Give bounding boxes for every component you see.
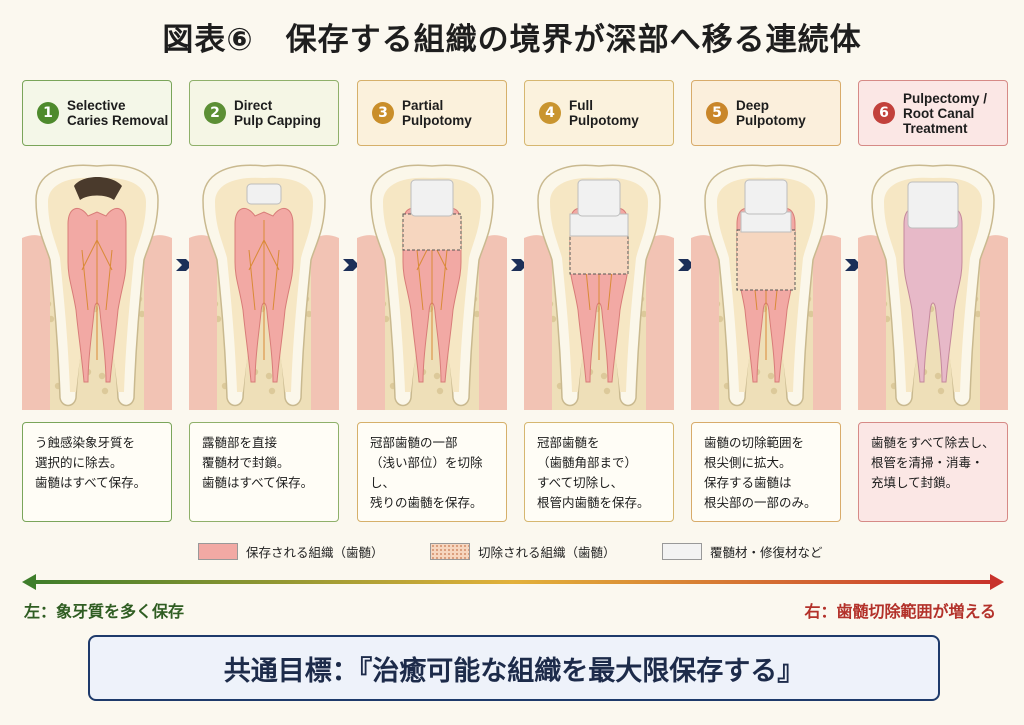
stage-label-box: 5 Deep Pulpotomy — [691, 80, 841, 146]
page-title: 図表⑥ 保存する組織の境界が深部へ移る連続体 — [162, 22, 862, 58]
tooth-illustration — [22, 164, 172, 410]
legend-label-restorative: 覆髄材・修復材など — [710, 545, 823, 560]
next-arrow-icon — [341, 255, 361, 275]
scale-left-label: 左：象牙質を多く保存 — [24, 602, 185, 621]
stage-number-badge: 1 — [37, 102, 59, 124]
legend-swatch-preserved — [198, 543, 238, 560]
tooth-diagram — [691, 160, 841, 410]
stage-name: Selective Caries Removal — [67, 98, 169, 128]
tooth-diagram — [858, 160, 1008, 410]
legend-swatch-removed — [430, 543, 470, 560]
stage-3: 3 Partial Pulpotomy 冠部歯髄の一部 （浅い部位）を切除し、 残り… — [357, 80, 509, 530]
stage-label-box: 3 Partial Pulpotomy — [357, 80, 507, 146]
stage-number-badge: 3 — [372, 102, 394, 124]
legend-item-preserved: 保存される組織（歯髄） — [198, 542, 384, 561]
next-arrow-icon — [676, 255, 696, 275]
stage-description: 歯髄をすべて除去し、 根管を清掃・消毒・ 充填して封鎖。 — [858, 422, 1008, 522]
stage-1: 1 Selective Caries Removal う蝕感染象牙質を 選択的に除去… — [22, 80, 174, 530]
tooth-diagram — [357, 160, 507, 410]
stage-label-box: 4 Full Pulpotomy — [524, 80, 674, 146]
arrow-right-head — [990, 574, 1004, 590]
legend-swatch-restorative — [662, 543, 702, 560]
stage-description: 冠部歯髄の一部 （浅い部位）を切除し、 残りの歯髄を保存。 — [357, 422, 507, 522]
stage-4: 4 Full Pulpotomy 冠部歯髄を （歯髄角部まで） すべて切除し、 根管… — [524, 80, 676, 530]
stage-number-badge: 2 — [204, 102, 226, 124]
tooth-illustration — [691, 164, 841, 410]
stage-name: Direct Pulp Capping — [234, 98, 321, 128]
arrow-left-head — [22, 574, 36, 590]
next-arrow-icon — [843, 255, 863, 275]
next-arrow-icon — [509, 255, 529, 275]
stage-description: 冠部歯髄を （歯髄角部まで） すべて切除し、 根管内歯髄を保存。 — [524, 422, 674, 522]
tooth-diagram — [524, 160, 674, 410]
stage-name: Full Pulpotomy — [569, 98, 639, 128]
legend: 保存される組織（歯髄） 切除される組織（歯髄） 覆髄材・修復材など — [0, 542, 1024, 566]
stage-description: 露髄部を直接 覆髄材で封鎖。 歯髄はすべて保存。 — [189, 422, 339, 522]
stage-5: 5 Deep Pulpotomy 歯髄の切除範囲を 根尖側に拡大。 保存する歯髄は … — [691, 80, 843, 530]
legend-item-restorative: 覆髄材・修復材など — [662, 542, 823, 561]
stage-label-box: 6 Pulpectomy / Root Canal Treatment — [858, 80, 1008, 146]
stage-label-box: 2 Direct Pulp Capping — [189, 80, 339, 146]
stage-name: Pulpectomy / Root Canal Treatment — [903, 90, 988, 136]
stage-description: 歯髄の切除範囲を 根尖側に拡大。 保存する歯髄は 根尖部の一部のみ。 — [691, 422, 841, 522]
legend-label-preserved: 保存される組織（歯髄） — [246, 545, 384, 560]
stage-number-badge: 5 — [706, 102, 728, 124]
stage-description: う蝕感染象牙質を 選択的に除去。 歯髄はすべて保存。 — [22, 422, 172, 522]
common-goal-banner: 共通目標：『治癒可能な組織を最大限保存する』 — [88, 635, 940, 701]
tooth-illustration — [357, 164, 507, 410]
tooth-illustration — [189, 164, 339, 410]
stage-number-badge: 6 — [873, 102, 895, 124]
scale-right-label: 右：歯髄切除範囲が増える — [804, 602, 996, 621]
continuum-arrow — [22, 574, 1004, 590]
tooth-illustration — [524, 164, 674, 410]
stage-name: Deep Pulpotomy — [736, 98, 806, 128]
stage-6: 6 Pulpectomy / Root Canal Treatment 歯髄をすべて… — [858, 80, 1010, 530]
stage-2: 2 Direct Pulp Capping 露髄部を直接 覆髄材で封鎖。 歯髄はすべ… — [189, 80, 341, 530]
legend-item-removed: 切除される組織（歯髄） — [430, 542, 616, 561]
legend-label-removed: 切除される組織（歯髄） — [478, 545, 616, 560]
stage-number-badge: 4 — [539, 102, 561, 124]
next-arrow-icon — [174, 255, 194, 275]
tooth-diagram — [189, 160, 339, 410]
stage-name: Partial Pulpotomy — [402, 98, 472, 128]
stage-label-box: 1 Selective Caries Removal — [22, 80, 172, 146]
stage-row: 1 Selective Caries Removal う蝕感染象牙質を 選択的に除去… — [0, 80, 1024, 530]
tooth-illustration — [858, 164, 1008, 410]
tooth-diagram — [22, 160, 172, 410]
